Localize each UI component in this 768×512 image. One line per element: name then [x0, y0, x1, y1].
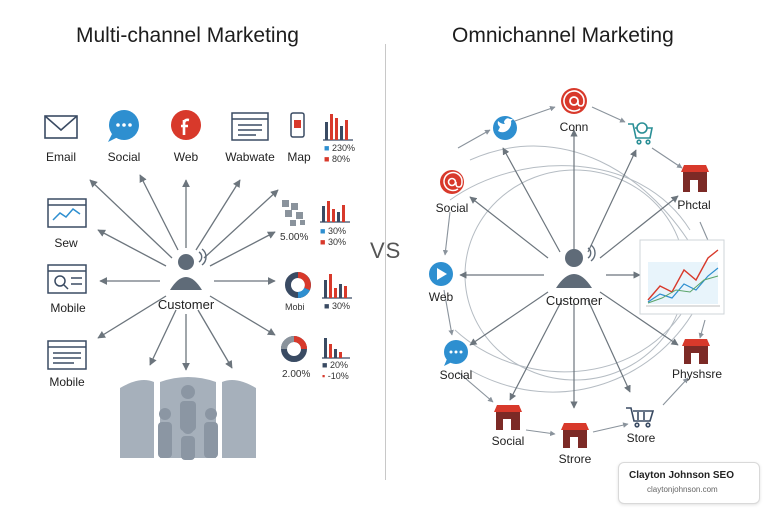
store-icon-bottom-left [494, 405, 522, 430]
right-node-label-social-3: Social [491, 434, 525, 448]
right-spokes [459, 129, 679, 409]
play-icon [429, 262, 453, 286]
right-node-label-strore: Strore [558, 452, 592, 466]
twitter-bird-icon [493, 116, 517, 140]
shopping-cart-icon-bottom [626, 407, 655, 428]
right-node-label-conn: Conn [559, 120, 589, 134]
vs-label: VS [370, 238, 402, 263]
left-label-mobile-1: Mobile [50, 301, 86, 315]
at-icon-left [440, 170, 464, 194]
line-chart-card [639, 239, 725, 315]
document-window-icon [47, 340, 87, 370]
left-label-map: Map [287, 150, 311, 164]
donut-chart-icon-2 [281, 336, 307, 362]
right-title: Omnichannel Marketing [452, 24, 674, 47]
store-icon-bottom [561, 423, 589, 448]
right-node-label-social-1: Social [435, 201, 469, 215]
bar-chart-icon-4 [322, 338, 350, 359]
left-label-social: Social [107, 150, 141, 164]
stat-4-line-2: ▪ -10% [322, 371, 349, 381]
left-arrows [89, 174, 279, 371]
left-customer-label: Customer [157, 297, 215, 312]
envelope-icon [44, 115, 78, 139]
store-icon-right-top [681, 165, 709, 192]
shopping-cart-icon-top [628, 122, 653, 145]
search-window-icon [47, 264, 87, 294]
right-customer-icon [556, 244, 596, 288]
stat-4-line-1: ■ 20% [322, 360, 348, 370]
chat-bubble-icon [108, 110, 139, 142]
bar-chart-icon-1 [323, 114, 353, 141]
store-icon-right-mid [682, 339, 710, 364]
brand-name: Clayton Johnson SEO [629, 470, 735, 481]
left-label-website: Wabwate [225, 150, 275, 164]
right-node-label-physhsre: Physhsre [671, 367, 723, 381]
right-node-label-store: Store [626, 431, 656, 445]
donut-chart-icon-1 [285, 272, 311, 298]
stat-2-line-2: ■ 30% [320, 237, 346, 247]
right-node-label-social-2: Social [439, 368, 473, 382]
website-icon [231, 112, 269, 141]
left-label-email: Email [45, 150, 77, 164]
left-title: Multi-channel Marketing [76, 24, 299, 47]
right-customer-label: Customer [545, 293, 603, 308]
stat-3-line-1: ■ 30% [324, 301, 350, 311]
audience-group-icon [120, 377, 256, 460]
stat-1-line-2: ■ 80% [324, 154, 350, 164]
stat-4-left: 2.00% [282, 369, 311, 380]
left-label-sew: Sew [54, 236, 78, 250]
bar-chart-icon-2 [320, 201, 350, 223]
at-icon-top [561, 88, 587, 114]
facebook-icon [171, 110, 201, 140]
right-node-label-phctal: Phctal [677, 198, 711, 212]
stat-1-line-1: ■ 230% [324, 143, 355, 153]
chart-window-icon [47, 198, 87, 228]
right-node-label-web: Web [428, 290, 454, 304]
stat-2-left: 5.00% [280, 232, 309, 243]
phone-icon [290, 112, 305, 138]
brand-url: claytonjohnson.com [647, 485, 718, 494]
chat-bubble-icon-right [444, 340, 468, 366]
divider [385, 44, 386, 480]
stat-2-line-1: ■ 30% [320, 226, 346, 236]
puzzle-icon [282, 200, 305, 226]
left-customer-icon [170, 248, 207, 290]
brand-badge: Clayton Johnson SEO claytonjohnson.com [618, 462, 760, 504]
bar-chart-icon-3 [322, 274, 352, 299]
left-label-web: Web [173, 150, 199, 164]
stat-3-left: Mobi [285, 302, 305, 312]
right-ring-arrows [442, 106, 711, 437]
left-label-mobile-2: Mobile [49, 375, 85, 389]
